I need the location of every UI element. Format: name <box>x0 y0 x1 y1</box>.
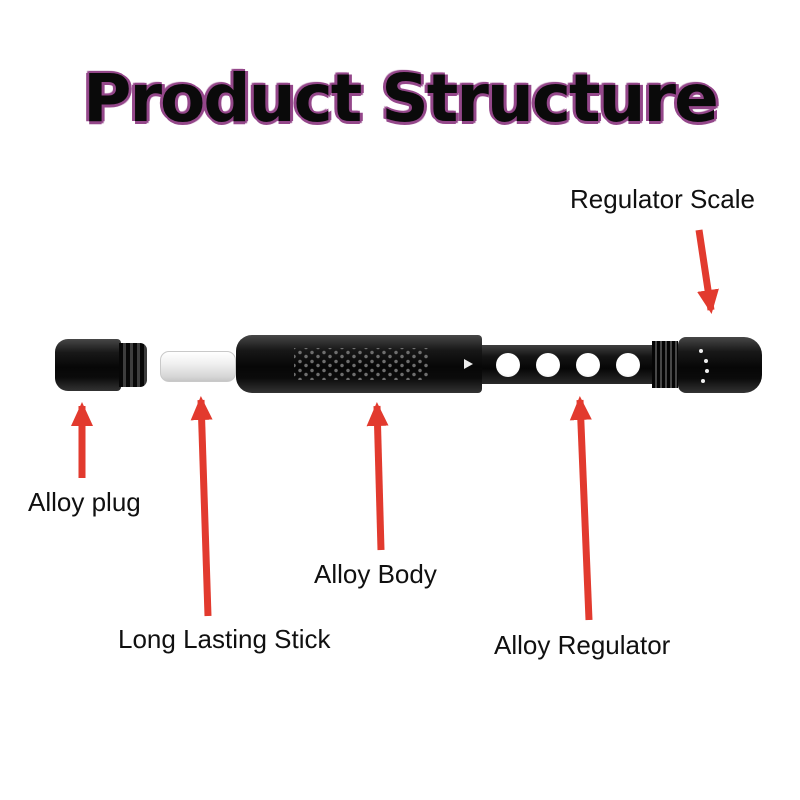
alloy-regulator-arrow-icon <box>569 396 593 621</box>
alloy-body-part <box>236 335 482 393</box>
long-lasting-stick-arrow-icon <box>190 396 213 617</box>
regulator-scale-arrow-icon <box>695 229 719 314</box>
page-title: Product Structure <box>83 60 719 137</box>
regulator-scale-label: Regulator Scale <box>570 184 755 214</box>
alloy-plug-cap <box>55 339 121 391</box>
long-lasting-stick-part <box>160 351 236 382</box>
alloy-plug-part <box>55 339 147 391</box>
alloy-body-arrow-icon <box>366 402 389 551</box>
alloy-plug-label: Alloy plug <box>28 487 141 517</box>
regulator-hole <box>616 353 640 377</box>
regulator-hole <box>496 353 520 377</box>
alloy-regulator-part <box>482 345 652 384</box>
long-lasting-stick-label: Long Lasting Stick <box>118 624 331 654</box>
regulator-threads <box>652 341 678 388</box>
scale-dot <box>705 369 709 373</box>
alloy-regulator-label: Alloy Regulator <box>494 630 671 660</box>
scale-dot <box>701 379 705 383</box>
vent-holes-pattern <box>294 348 430 380</box>
alloy-plug-threads <box>119 343 147 387</box>
regulator-scale-cap <box>678 337 762 393</box>
scale-dot <box>704 359 708 363</box>
regulator-hole <box>576 353 600 377</box>
regulator-hole <box>536 353 560 377</box>
alloy-body-label: Alloy Body <box>314 559 437 589</box>
alignment-triangle-icon <box>464 359 473 369</box>
scale-dot <box>699 349 703 353</box>
